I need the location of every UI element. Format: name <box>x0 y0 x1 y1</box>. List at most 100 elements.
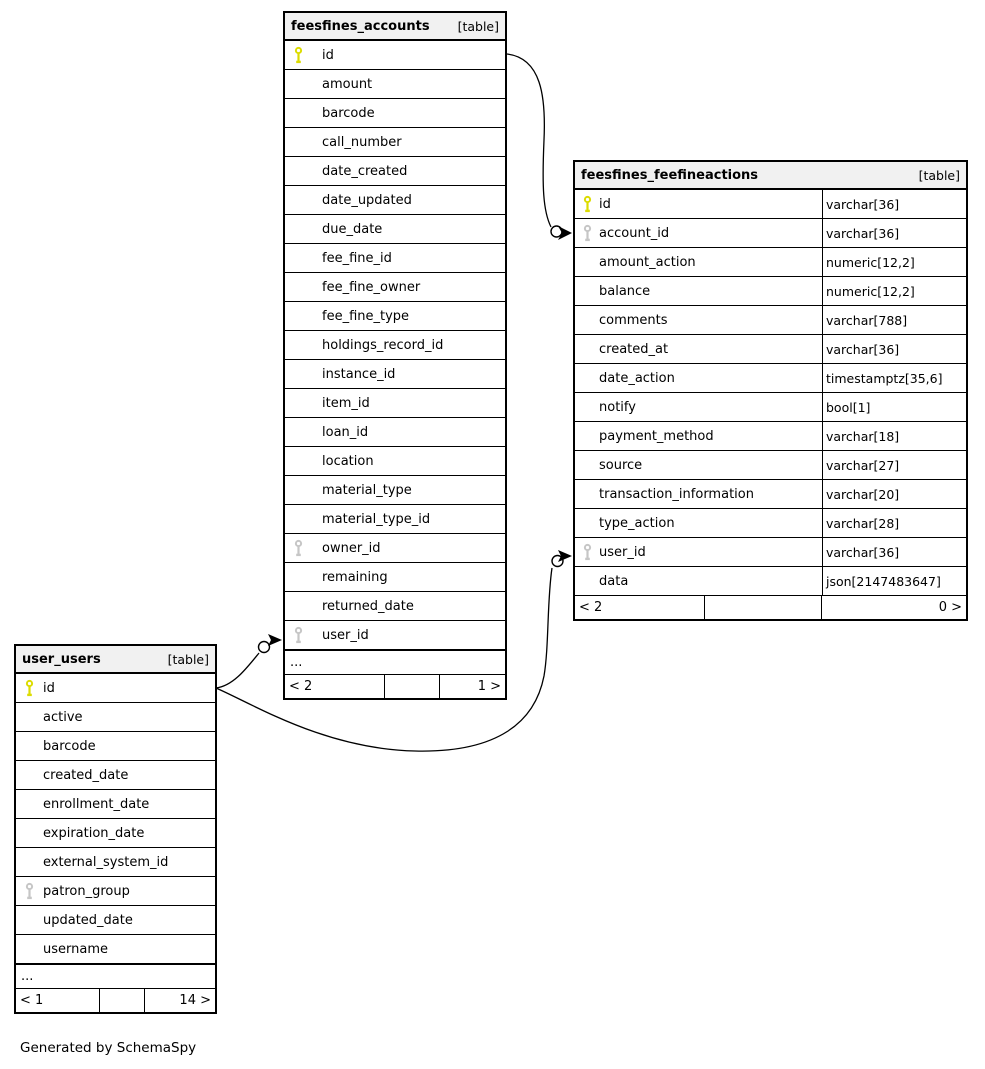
foreign-key-icon <box>24 882 35 900</box>
column-name: barcode <box>322 105 375 121</box>
column-name: notify <box>599 399 636 415</box>
table-tag: [table] <box>457 18 499 34</box>
primary-key-icon <box>293 46 304 64</box>
column-name: owner_id <box>322 540 381 556</box>
column-name: active <box>43 709 83 725</box>
column-name: user_id <box>322 627 369 643</box>
column-row: returned_date <box>285 591 505 620</box>
column-row: external_system_id <box>16 847 215 876</box>
column-type: json[2147483647] <box>822 567 966 595</box>
column-name: amount <box>322 76 373 92</box>
column-type: timestamptz[35,6] <box>822 364 966 392</box>
column-row: expiration_date <box>16 818 215 847</box>
edge-arrow-icon <box>558 550 572 562</box>
column-row: material_type <box>285 475 505 504</box>
column-name: external_system_id <box>43 854 169 870</box>
column-row: remaining <box>285 562 505 591</box>
primary-key-icon <box>582 195 593 213</box>
column-row: material_type_id <box>285 504 505 533</box>
column-type: varchar[27] <box>822 451 966 479</box>
column-row: instance_id <box>285 359 505 388</box>
column-name: patron_group <box>43 883 130 899</box>
column-type: varchar[20] <box>822 480 966 508</box>
footer-middle <box>705 596 822 619</box>
column-row: loan_id <box>285 417 505 446</box>
footer-degree-right: 1 > <box>477 679 501 694</box>
column-name: fee_fine_id <box>322 250 392 266</box>
column-name: material_type <box>322 482 412 498</box>
column-name: source <box>599 457 643 473</box>
footer-degree-right: 14 > <box>179 993 211 1008</box>
column-name: type_action <box>599 515 675 531</box>
column-type: varchar[36] <box>822 190 966 218</box>
column-row: comments varchar[788] <box>575 305 966 334</box>
table-name[interactable]: feesfines_feefineactions <box>581 167 759 183</box>
column-name: enrollment_date <box>43 796 150 812</box>
table-name[interactable]: user_users <box>22 651 101 667</box>
column-row: data json[2147483647] <box>575 566 966 595</box>
footer-middle <box>100 989 145 1012</box>
column-row: user_id <box>285 620 505 649</box>
column-row: holdings_record_id <box>285 330 505 359</box>
table-header[interactable]: feesfines_feefineactions[table] <box>575 162 966 190</box>
column-row: patron_group <box>16 876 215 905</box>
column-row: source varchar[27] <box>575 450 966 479</box>
column-name: call_number <box>322 134 402 150</box>
table-name[interactable]: feesfines_accounts <box>291 18 430 34</box>
column-name: fee_fine_owner <box>322 279 421 295</box>
column-row: fee_fine_owner <box>285 272 505 301</box>
column-name: instance_id <box>322 366 396 382</box>
foreign-key-icon <box>582 224 593 242</box>
column-name: data <box>599 573 629 589</box>
column-name: payment_method <box>599 428 714 444</box>
column-name: account_id <box>599 225 670 241</box>
column-name: id <box>43 680 55 696</box>
table-header[interactable]: feesfines_accounts [table] <box>285 13 505 41</box>
column-name: holdings_record_id <box>322 337 444 353</box>
column-name: created_date <box>43 767 129 783</box>
column-row: enrollment_date <box>16 789 215 818</box>
column-type: numeric[12,2] <box>822 277 966 305</box>
column-name: comments <box>599 312 668 328</box>
column-name: date_action <box>599 370 675 386</box>
foreign-key-icon <box>582 543 593 561</box>
table-header[interactable]: user_users[table] <box>16 646 215 674</box>
column-row: amount <box>285 69 505 98</box>
footer-degree-right: 0 > <box>938 600 962 615</box>
column-type: varchar[36] <box>822 538 966 566</box>
relationship-edge <box>506 53 552 228</box>
column-name: barcode <box>43 738 96 754</box>
footer-middle <box>385 675 440 698</box>
footer-degree-left: < 2 <box>285 675 385 698</box>
column-type: varchar[788] <box>822 306 966 334</box>
column-type: varchar[18] <box>822 422 966 450</box>
column-type: varchar[28] <box>822 509 966 537</box>
table-footer: < 2 1 > <box>285 674 505 698</box>
column-row: transaction_information varchar[20] <box>575 479 966 508</box>
column-name: date_updated <box>322 192 412 208</box>
column-type: numeric[12,2] <box>822 248 966 276</box>
column-name: material_type_id <box>322 511 431 527</box>
column-row: id <box>16 674 215 702</box>
column-name: transaction_information <box>599 486 754 502</box>
generator-note: Generated by SchemaSpy <box>20 1040 197 1056</box>
column-row: updated_date <box>16 905 215 934</box>
column-row: owner_id <box>285 533 505 562</box>
ellipsis-row: ... <box>16 963 215 988</box>
ellipsis-row: ... <box>285 649 505 674</box>
relationship-edge <box>215 567 553 752</box>
column-row: id <box>285 41 505 69</box>
column-type: bool[1] <box>822 393 966 421</box>
db-table-feesfines_accounts: feesfines_accounts [table] id amount barcode… <box>283 11 507 700</box>
column-row: payment_method varchar[18] <box>575 421 966 450</box>
column-type: varchar[36] <box>822 335 966 363</box>
edge-arrow-icon <box>268 634 282 646</box>
column-name: returned_date <box>322 598 414 614</box>
column-name: loan_id <box>322 424 369 440</box>
